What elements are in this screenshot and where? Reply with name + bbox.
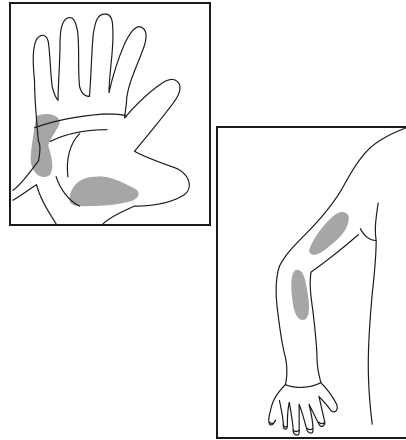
arm-panel xyxy=(216,126,406,439)
arm-illustration xyxy=(218,128,406,437)
ulnar-palm-highlight xyxy=(31,114,60,177)
forearm-highlight xyxy=(291,270,309,320)
hand-illustration xyxy=(11,4,209,224)
hand-panel xyxy=(9,2,211,226)
arm-outline xyxy=(269,128,406,435)
thenar-highlight xyxy=(69,176,138,206)
